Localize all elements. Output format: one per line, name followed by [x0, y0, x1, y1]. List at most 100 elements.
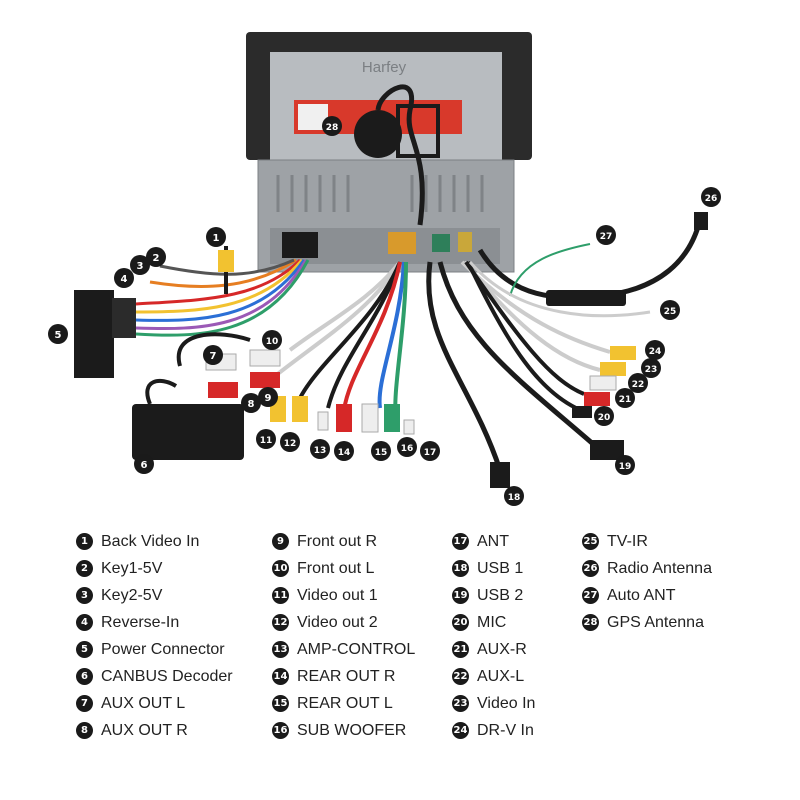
legend-label: AUX-L [477, 667, 525, 685]
callout-19: 19 [615, 455, 635, 475]
legend-label: REAR OUT R [297, 667, 396, 685]
legend-item: 20 MIC [452, 609, 535, 636]
legend-item: 22 AUX-L [452, 663, 535, 690]
callout-1: 1 [206, 227, 226, 247]
legend-item: 26 Radio Antenna [582, 555, 712, 582]
legend-label: AUX-R [477, 640, 527, 658]
gps-antenna-puck [354, 110, 402, 158]
legend-number-badge: 6 [76, 668, 93, 685]
svg-text:26: 26 [705, 194, 718, 204]
legend-item: 19 USB 2 [452, 582, 535, 609]
usb-cables [426, 261, 624, 488]
legend-label: Radio Antenna [607, 559, 712, 577]
legend-number-badge: 18 [452, 560, 469, 577]
callout-21: 21 [615, 388, 635, 408]
auto-ant-wire [509, 243, 591, 297]
svg-text:1: 1 [213, 233, 220, 244]
legend-label: DR-V In [477, 721, 534, 739]
svg-text:18: 18 [508, 493, 521, 503]
canbus-decoder [132, 332, 251, 460]
radio-antenna-plug [694, 212, 708, 230]
legend-number-badge: 9 [272, 533, 289, 550]
legend-label: TV-IR [607, 532, 648, 550]
svg-text:22: 22 [632, 380, 645, 390]
callout-22: 22 [628, 373, 648, 393]
callout-20: 20 [594, 406, 614, 426]
gps-cable [375, 84, 425, 226]
svg-text:11: 11 [260, 436, 273, 446]
legend-label: AMP-CONTROL [297, 640, 416, 658]
legend-item: 6 CANBUS Decoder [76, 663, 233, 690]
callout-2: 2 [146, 247, 166, 267]
aux-out-r-connector [208, 382, 238, 398]
callout-15: 15 [371, 441, 391, 461]
legend-number-badge: 4 [76, 614, 93, 631]
amp-control-connector [317, 411, 329, 431]
legend-label: CANBUS Decoder [101, 667, 233, 685]
head-unit: Harfey [246, 32, 532, 273]
legend-number-badge: 22 [452, 668, 469, 685]
legend-label: AUX OUT R [101, 721, 188, 739]
legend-number-badge: 20 [452, 614, 469, 631]
legend-label: Power Connector [101, 640, 225, 658]
svg-text:27: 27 [600, 232, 613, 242]
front-out-l-connector [249, 349, 281, 367]
gps-cable-coil [396, 104, 440, 158]
legend-item: 21 AUX-R [452, 636, 535, 663]
legend-label: MIC [477, 613, 507, 631]
legend-label: Video out 2 [297, 613, 378, 631]
legend-number-badge: 1 [76, 533, 93, 550]
legend-item: 15 REAR OUT L [272, 690, 415, 717]
callout-5: 5 [48, 324, 68, 344]
rear-out-l-connector [361, 403, 379, 433]
svg-text:24: 24 [649, 347, 662, 357]
legend-number-badge: 17 [452, 533, 469, 550]
tv-ir-wire [468, 261, 651, 318]
ant-socket [432, 234, 450, 252]
svg-text:10: 10 [266, 337, 279, 347]
gps-antenna [354, 84, 440, 226]
rca-socket [388, 232, 416, 254]
legend-number-badge: 16 [272, 722, 289, 739]
front-out-r-connector [250, 372, 280, 388]
legend-number-badge: 13 [272, 641, 289, 658]
right-rca-cables [460, 260, 636, 418]
svg-text:6: 6 [141, 460, 148, 471]
legend-item: 8 AUX OUT R [76, 717, 233, 744]
legend-label: REAR OUT L [297, 694, 393, 712]
legend-label: Front out R [297, 532, 378, 550]
legend-number-badge: 15 [272, 695, 289, 712]
legend-label: ANT [477, 532, 509, 550]
callout-8: 8 [241, 393, 261, 413]
legend-item: 9 Front out R [272, 528, 415, 555]
legend-number-badge: 8 [76, 722, 93, 739]
legend-label: Reverse-In [101, 613, 180, 631]
legend-number-badge: 27 [582, 587, 599, 604]
aux-r-connector [584, 392, 610, 406]
legend-number-badge: 28 [582, 614, 599, 631]
legend-number-badge: 26 [582, 560, 599, 577]
legend-number-badge: 19 [452, 587, 469, 604]
callout-9: 9 [258, 387, 278, 407]
video-in-connector [600, 362, 626, 376]
legend-number-badge: 21 [452, 641, 469, 658]
callout-24: 24 [645, 340, 665, 360]
aux-l-connector [589, 375, 617, 391]
callout-4: 4 [114, 268, 134, 288]
callout-25: 25 [660, 300, 680, 320]
legend-label: USB 2 [477, 586, 524, 604]
svg-text:9: 9 [265, 393, 272, 404]
usb-2-connector [590, 440, 624, 460]
callout-28: 28 [322, 116, 342, 136]
